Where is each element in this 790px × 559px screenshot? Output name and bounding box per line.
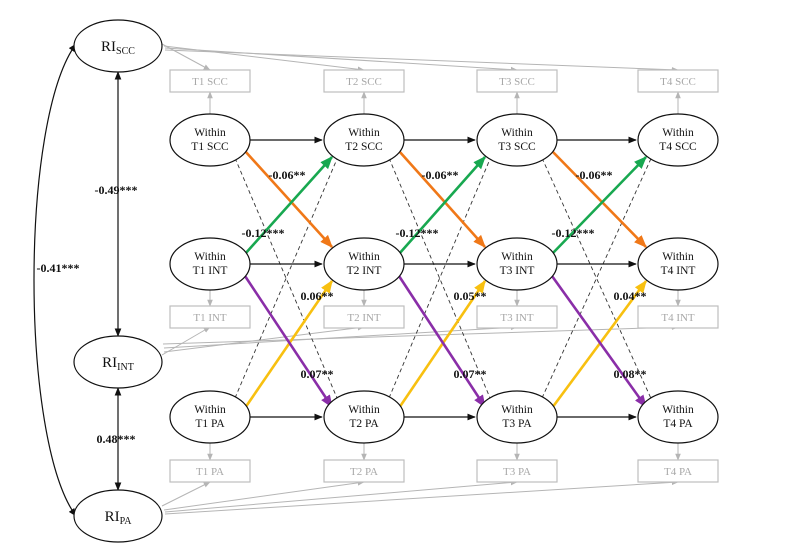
within-t2-int-line2: T2 INT bbox=[347, 265, 382, 277]
observed-t4-pa: T4 PA bbox=[664, 466, 692, 478]
within-t1-scc-line2: T1 SCC bbox=[191, 141, 229, 153]
within-t3-int-line2: T3 INT bbox=[500, 265, 535, 277]
coef-pa-int-1: 0.06** bbox=[301, 289, 334, 303]
autoregressive-paths bbox=[250, 136, 637, 421]
observed-t3-int: T3 INT bbox=[500, 312, 534, 324]
dashed-paths bbox=[234, 151, 655, 406]
within-t1-pa-line2: T1 PA bbox=[195, 418, 225, 430]
within-t2-pa-line1: Within bbox=[348, 404, 380, 416]
observed-t4-scc: T4 SCC bbox=[660, 76, 696, 88]
observed-t3-pa: T3 PA bbox=[503, 466, 531, 478]
within-t2-int-line1: Within bbox=[348, 251, 380, 263]
within-t4-scc-line1: Within bbox=[662, 127, 694, 139]
ri-pa-label: RIPA bbox=[105, 509, 133, 527]
within-t3-int-line1: Within bbox=[501, 251, 533, 263]
within-t2-scc-line1: Within bbox=[348, 127, 380, 139]
within-t3-pa-line1: Within bbox=[501, 404, 533, 416]
coef-int-pa-2: 0.07** bbox=[454, 367, 487, 381]
observed-t1-int: T1 INT bbox=[193, 312, 227, 324]
observed-t2-pa: T2 PA bbox=[350, 466, 378, 478]
cross-lagged-labels: -0.06** -0.06** -0.06** -0.12*** -0.12**… bbox=[242, 168, 647, 381]
within-labels: Within T1 SCC Within T2 SCC Within T3 SC… bbox=[191, 127, 697, 430]
within-t4-int-line1: Within bbox=[662, 251, 694, 263]
within-t1-pa-line1: Within bbox=[194, 404, 226, 416]
cross-lagged-paths bbox=[243, 150, 648, 409]
within-t2-scc-line2: T2 SCC bbox=[345, 141, 383, 153]
coef-pa-int-2: 0.05** bbox=[454, 289, 487, 303]
observed-labels: T1 SCC T2 SCC T3 SCC T4 SCC T1 INT T2 IN… bbox=[192, 76, 696, 478]
observed-t2-scc: T2 SCC bbox=[346, 76, 382, 88]
within-t1-int-line1: Within bbox=[194, 251, 226, 263]
coef-ri-scc-pa: -0.41*** bbox=[37, 261, 80, 275]
coef-scc-int-2: -0.06** bbox=[422, 168, 459, 182]
coef-int-scc-3: -0.12*** bbox=[552, 226, 595, 240]
within-t1-int-line2: T1 INT bbox=[193, 265, 228, 277]
ri-scc-label: RISCC bbox=[101, 39, 135, 57]
coef-scc-int-1: -0.06** bbox=[269, 168, 306, 182]
observed-t2-int: T2 INT bbox=[347, 312, 381, 324]
coef-scc-int-3: -0.06** bbox=[576, 168, 613, 182]
observed-t1-scc: T1 SCC bbox=[192, 76, 228, 88]
within-t4-pa-line2: T4 PA bbox=[663, 418, 693, 430]
within-t1-scc-line1: Within bbox=[194, 127, 226, 139]
observed-t4-int: T4 INT bbox=[661, 312, 695, 324]
coef-pa-int-3: 0.04** bbox=[614, 289, 647, 303]
within-ellipses bbox=[169, 113, 719, 444]
within-t3-scc-line2: T3 SCC bbox=[498, 141, 536, 153]
ri-correlation-labels: -0.49*** 0.48*** -0.41*** bbox=[37, 183, 138, 446]
random-intercepts: RISCC RIINT RIPA bbox=[73, 19, 163, 543]
coef-ri-int-pa: 0.48*** bbox=[97, 432, 136, 446]
within-loadings bbox=[207, 91, 681, 461]
coef-int-pa-1: 0.07** bbox=[301, 367, 334, 381]
within-t2-pa-line2: T2 PA bbox=[349, 418, 379, 430]
coef-int-scc-2: -0.12*** bbox=[396, 226, 439, 240]
within-t4-pa-line1: Within bbox=[662, 404, 694, 416]
ri-correlation-arrows bbox=[33, 43, 122, 517]
within-t4-int-line2: T4 INT bbox=[661, 265, 696, 277]
observed-t3-scc: T3 SCC bbox=[499, 76, 535, 88]
within-t3-scc-line1: Within bbox=[501, 127, 533, 139]
ri-loadings bbox=[161, 43, 679, 515]
ri-int-label: RIINT bbox=[102, 355, 134, 373]
coef-ri-scc-int: -0.49*** bbox=[95, 183, 138, 197]
observed-boxes bbox=[169, 69, 719, 483]
within-t3-pa-line2: T3 PA bbox=[502, 418, 532, 430]
coef-int-scc-1: -0.12*** bbox=[242, 226, 285, 240]
observed-t1-pa: T1 PA bbox=[196, 466, 224, 478]
coef-int-pa-3: 0.08** bbox=[614, 367, 647, 381]
within-t4-scc-line2: T4 SCC bbox=[659, 141, 697, 153]
